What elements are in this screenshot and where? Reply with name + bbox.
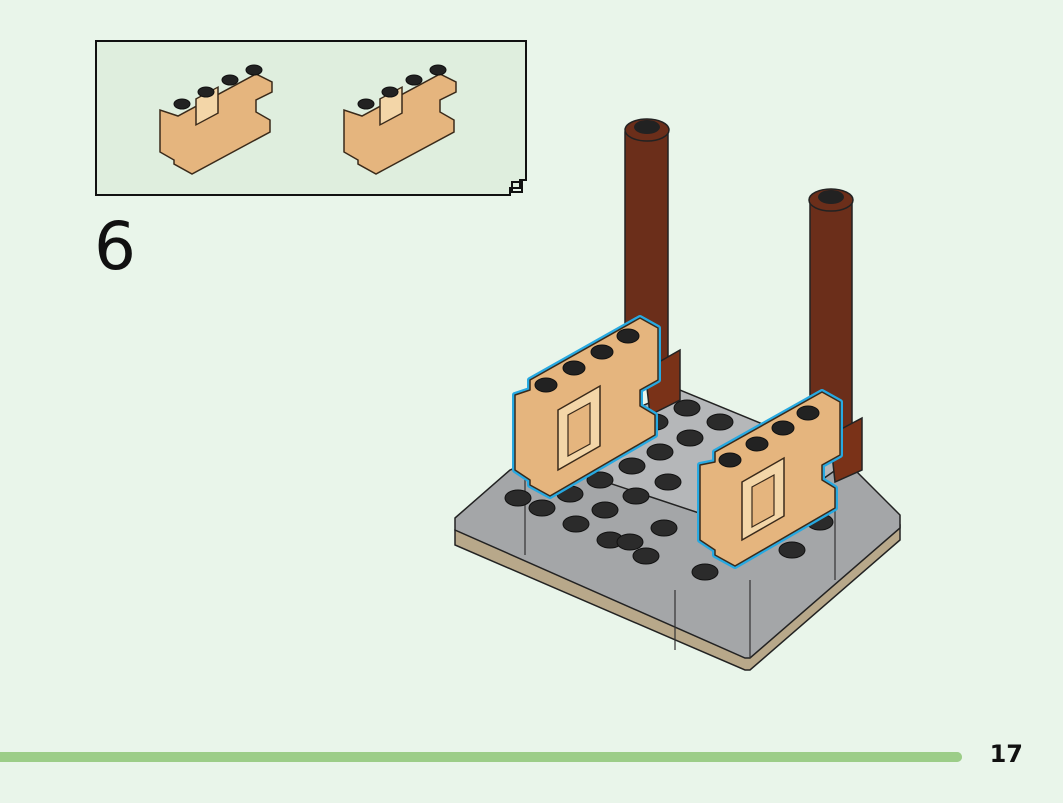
- progress-bar: [0, 752, 962, 762]
- progress-fill: [0, 752, 962, 762]
- tan-fence-brick-icon: [159, 64, 273, 175]
- tan-fence-brick-icon: [512, 315, 661, 499]
- tan-fence-brick-icon: [697, 389, 843, 569]
- model-illustration: [454, 118, 901, 671]
- tan-fence-brick-icon: [343, 64, 457, 175]
- dark-brown-post-icon: [624, 118, 681, 417]
- page-number: 17: [989, 740, 1023, 768]
- step-number: 6: [94, 208, 136, 285]
- parts-callout: [95, 40, 527, 196]
